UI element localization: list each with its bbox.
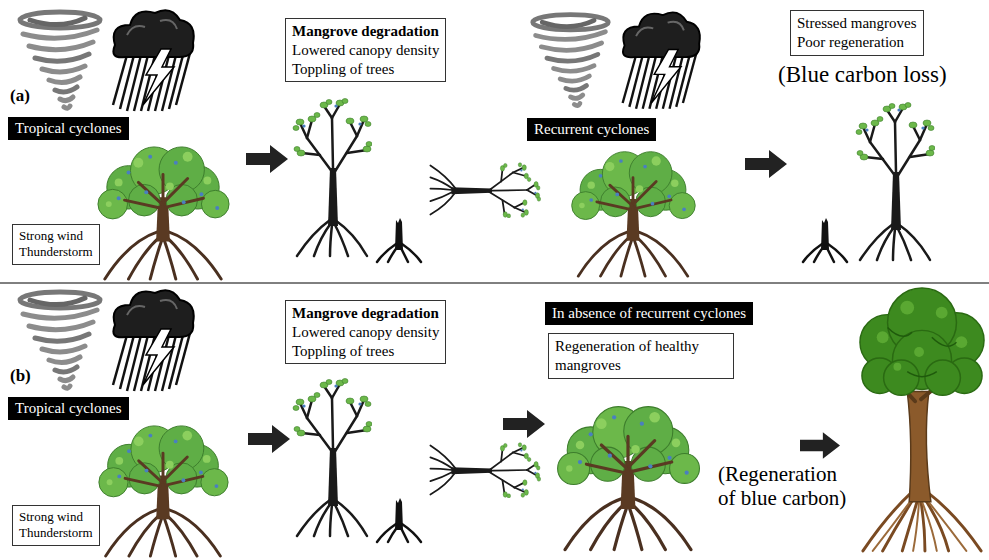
block-arrow bbox=[800, 432, 840, 459]
degraded-tree bbox=[293, 379, 372, 537]
text-box: Strong windThunderstorm bbox=[12, 505, 100, 546]
text-box: Mangrove degradationLowered canopy densi… bbox=[285, 300, 446, 364]
stressed-tree bbox=[856, 103, 935, 261]
box-heading: Mangrove degradation bbox=[292, 22, 439, 41]
box-text: Thunderstorm bbox=[19, 244, 93, 260]
panel-divider bbox=[0, 283, 989, 284]
box-text: Stressed mangroves bbox=[797, 14, 917, 33]
black-label-box: Tropical cyclones bbox=[8, 117, 129, 140]
black-label-box: In absence of recurrent cyclones bbox=[545, 302, 753, 325]
tree-stump bbox=[803, 218, 847, 262]
storm-cloud-icon bbox=[623, 12, 700, 108]
black-label-box: Recurrent cyclones bbox=[527, 118, 656, 141]
toppled-tree bbox=[430, 443, 540, 498]
box-text: Toppling of trees bbox=[292, 342, 439, 361]
cyclone-icon bbox=[20, 12, 100, 108]
block-arrow bbox=[246, 145, 288, 173]
tree-stump bbox=[377, 218, 421, 262]
storm-cloud-icon bbox=[113, 290, 194, 391]
panel-letter: (b) bbox=[10, 366, 31, 386]
box-text: Toppling of trees bbox=[292, 60, 439, 79]
block-arrow bbox=[503, 410, 545, 438]
block-arrow bbox=[745, 150, 787, 178]
block-arrow bbox=[248, 425, 290, 453]
toppled-tree bbox=[430, 163, 540, 218]
box-text: Tropical cyclones bbox=[15, 399, 122, 418]
box-text: Lowered canopy density bbox=[292, 323, 439, 342]
outcome-label: (Regeneration of blue carbon) bbox=[718, 462, 854, 510]
box-heading: Mangrove degradation bbox=[292, 304, 439, 323]
box-text: Poor regeneration bbox=[797, 33, 917, 52]
text-box: Regeneration of healthy mangroves bbox=[548, 333, 734, 379]
text-box: Strong windThunderstorm bbox=[12, 224, 100, 265]
tree-stump bbox=[377, 498, 421, 542]
mangrove-tree bbox=[99, 426, 228, 556]
cyclone-icon bbox=[533, 15, 609, 106]
box-text: Regeneration of healthy mangroves bbox=[555, 337, 727, 375]
regenerated-tree bbox=[558, 407, 700, 550]
text-box: Stressed mangrovesPoor regeneration bbox=[790, 10, 924, 56]
outcome-label: (Blue carbon loss) bbox=[778, 62, 947, 88]
panel-letter: (a) bbox=[10, 86, 30, 106]
black-label-box: Tropical cyclones bbox=[8, 397, 129, 420]
panel-a-art bbox=[20, 10, 935, 279]
mangrove-tree bbox=[572, 152, 696, 276]
box-text: Recurrent cyclones bbox=[534, 120, 649, 139]
box-text: Strong wind bbox=[19, 228, 93, 244]
cyclone-icon bbox=[20, 292, 100, 388]
box-text: Lowered canopy density bbox=[292, 41, 439, 60]
panel-b-art bbox=[20, 288, 984, 556]
healthy-mangrove bbox=[860, 288, 984, 551]
box-text: Tropical cyclones bbox=[15, 119, 122, 138]
storm-cloud-icon bbox=[113, 10, 194, 111]
box-text: In absence of recurrent cyclones bbox=[552, 304, 746, 323]
mangrove-tree bbox=[98, 147, 229, 279]
box-text: Thunderstorm bbox=[19, 525, 93, 541]
degraded-tree bbox=[293, 99, 372, 257]
text-box: Mangrove degradationLowered canopy densi… bbox=[285, 18, 446, 82]
box-text: Strong wind bbox=[19, 509, 93, 525]
